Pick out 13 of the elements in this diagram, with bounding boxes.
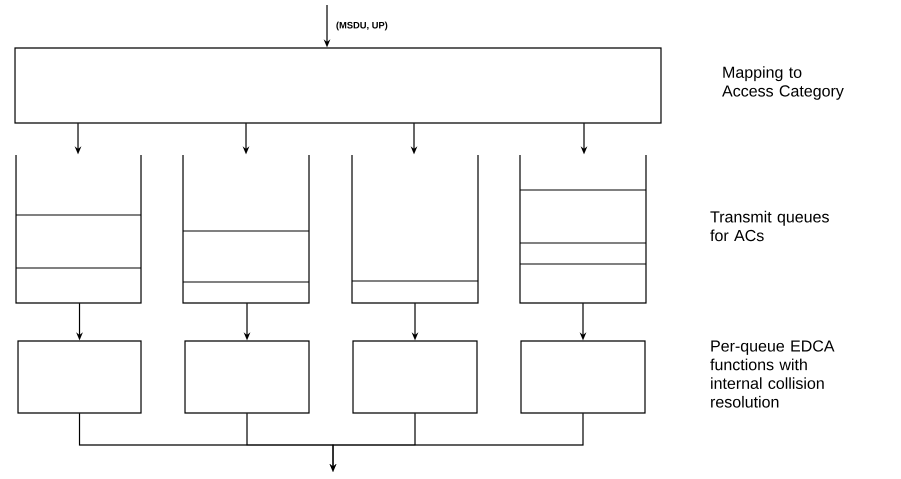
queue-drawing <box>15 155 142 304</box>
process-box <box>184 340 310 414</box>
queue-drawing <box>519 155 647 304</box>
edge-label: (MSDU, UP) <box>334 20 390 32</box>
queue-drawing <box>182 155 310 304</box>
side-label: Per-queue EDCA functions with internal collision resolution <box>710 340 834 408</box>
process-box <box>520 340 646 414</box>
side-label: Mapping to Access Category <box>722 66 844 100</box>
mapping-box <box>14 47 662 124</box>
process-box <box>17 340 142 414</box>
queue-drawing <box>351 155 479 304</box>
process-box <box>352 340 478 414</box>
side-label: Transmit queues for ACs <box>710 210 829 242</box>
